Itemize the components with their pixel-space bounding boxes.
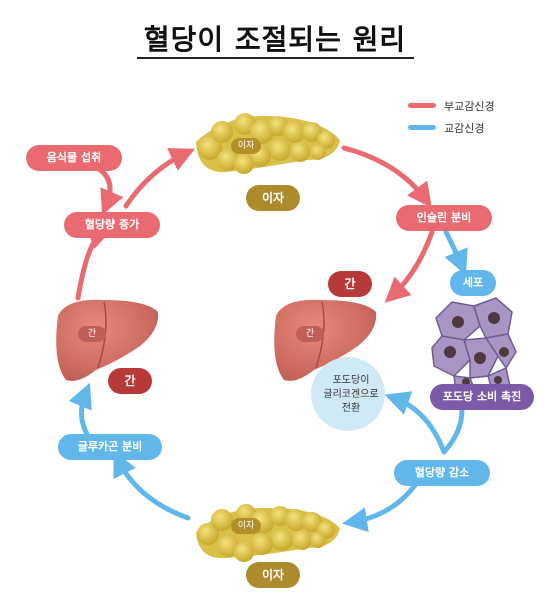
pancreas-top-tag: 이자	[231, 138, 261, 154]
liver-right-label: 간	[328, 271, 372, 297]
glycogen-conversion-text: 포도당이 글리코겐으로 전환	[323, 375, 379, 414]
pancreas-top-label: 이자	[246, 185, 300, 211]
food-intake-label: 음식물 섭취	[26, 145, 122, 171]
legend-swatch-parasympathetic	[408, 103, 436, 108]
insulin-secretion-label: 인슐린 분비	[396, 205, 492, 231]
arrow-glucoseup-to-pancreas	[123, 148, 196, 209]
arrow-use-to-decrease	[441, 407, 465, 455]
pancreas-bottom-tag: 이자	[231, 518, 261, 534]
glucagon-secretion-label: 글루카곤 분비	[58, 434, 162, 460]
cell-label: 세포	[450, 270, 496, 296]
arrow-use-to-glycogen	[384, 391, 447, 455]
legend-label-parasympathetic: 부교감신경	[444, 100, 495, 113]
glucose-consumption-label: 포도당 소비 촉진	[430, 384, 534, 410]
glycogen-bubble	[311, 357, 385, 431]
arrow-glucose-to-pancreas	[75, 225, 114, 301]
arrow-decrease-to-pancreas	[342, 481, 419, 533]
arrow-food-to-glucose	[91, 163, 124, 216]
pancreas-bottom-label: 이자	[246, 562, 300, 588]
liver-right-tag: 간	[296, 326, 324, 342]
page-title: 혈당이 조절되는 원리	[143, 23, 407, 56]
arrow-insulin-to-cell	[443, 229, 468, 276]
legend-swatch-sympathetic	[408, 125, 436, 130]
glucose-increase-label: 혈당량 증가	[64, 212, 160, 238]
legend: 부교감신경 교감신경	[408, 98, 538, 138]
glucose-decrease-label: 혈당량 감소	[394, 460, 490, 486]
liver-left-label: 간	[108, 368, 152, 394]
liver-left-tag: 간	[78, 326, 106, 342]
arrow-pancreas-to-glucagon	[113, 451, 191, 521]
pancreas-top-illustration	[196, 113, 340, 174]
title-underline	[137, 57, 414, 59]
cells-illustration	[431, 297, 517, 391]
arrow-pancreas-to-insulin	[341, 145, 432, 209]
pancreas-bottom-illustration	[196, 504, 340, 562]
legend-label-sympathetic: 교감신경	[444, 122, 485, 135]
arrow-insulin-to-liver	[384, 229, 435, 303]
arrow-glucagon-to-liver	[68, 382, 92, 439]
